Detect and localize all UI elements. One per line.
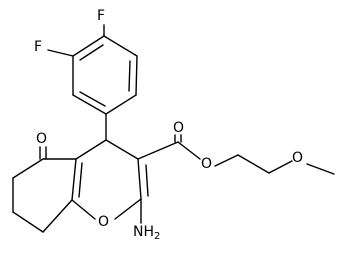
bond (71, 199, 96, 220)
difluorophenyl-ring (72, 35, 138, 115)
carbonyl-oxygen-label: O (173, 120, 184, 136)
bond (105, 139, 139, 160)
amino-subscript: 2 (154, 231, 160, 242)
bond (114, 198, 142, 220)
fluorine-lower-label: F (34, 39, 42, 55)
bond (79, 91, 106, 107)
c3-carbonyl-bond (137, 141, 179, 160)
bond (75, 139, 107, 160)
bond (135, 55, 138, 96)
bond (71, 158, 77, 201)
ether-oxygen-label: O (292, 150, 303, 166)
cyclohexenone-ring (12, 158, 77, 233)
ch2-ch2-bond (237, 154, 270, 174)
bond (12, 158, 44, 179)
ch2-o-bond (268, 160, 293, 174)
bond (79, 44, 104, 61)
o-methyl-bond (306, 163, 335, 175)
amino-nh-text: NH (133, 224, 154, 240)
bond (12, 211, 44, 233)
bond (42, 199, 73, 233)
bond (72, 94, 107, 115)
amino-group-label: NH2 (133, 224, 160, 242)
bond (128, 60, 131, 92)
ester-oxygen-label: O (201, 156, 212, 172)
carbonyl-ester-o-bond (177, 141, 201, 160)
ring-oxygen-label: O (98, 214, 109, 230)
c-f-bond-lower (47, 49, 74, 57)
pyran-ring (71, 139, 149, 220)
bond (137, 158, 142, 200)
ester-o-ch2-bond (214, 154, 239, 167)
bond (78, 162, 83, 198)
bond (145, 164, 149, 197)
bond (105, 94, 137, 115)
fluorine-upper-label: F (97, 8, 105, 24)
bond (103, 35, 138, 57)
bond (72, 35, 105, 57)
ketone-oxygen-label: O (36, 131, 47, 147)
